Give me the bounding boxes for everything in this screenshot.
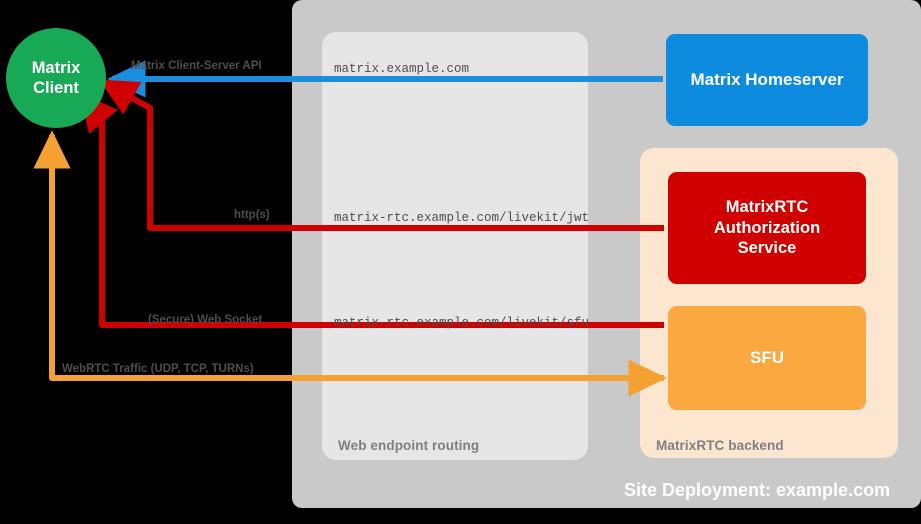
- edge-label-https: http(s): [234, 209, 270, 221]
- matrix-client-line2: Client: [33, 79, 79, 97]
- endpoint-livekit-jwt: matrix-rtc.example.com/livekit/jwt: [334, 211, 590, 225]
- node-sfu[interactable]: SFU: [668, 306, 866, 410]
- endpoint-livekit-sfu: matrix-rtc.example.com/livekit/sfu: [334, 316, 590, 330]
- web-endpoint-routing-label: Web endpoint routing: [338, 438, 480, 453]
- edge-webrtc-media: [33, 130, 667, 397]
- auth-line1: MatrixRTC: [725, 198, 809, 217]
- node-matrixrtc-authorization-service[interactable]: MatrixRTC Authorization Service: [668, 172, 866, 284]
- edge-label-web-socket: (Secure) Web Socket: [148, 314, 263, 326]
- auth-line2: Authorization: [713, 218, 821, 237]
- site-deployment-label: Site Deployment: example.com: [624, 480, 891, 500]
- sfu-label: SFU: [750, 348, 784, 368]
- matrix-client-line1: Matrix: [31, 58, 81, 77]
- edge-label-client-server-api: Matrix Client-Server API: [131, 60, 262, 72]
- auth-line3: Service: [737, 239, 797, 258]
- homeserver-label: Matrix Homeserver: [690, 70, 844, 90]
- node-matrix-client[interactable]: Matrix Client: [6, 28, 106, 128]
- node-matrix-homeserver[interactable]: Matrix Homeserver: [666, 34, 868, 126]
- web-endpoint-routing-container: [322, 32, 588, 460]
- matrixrtc-backend-label: MatrixRTC backend: [656, 438, 784, 453]
- edge-label-webrtc-traffic: WebRTC Traffic (UDP, TCP, TURNs): [62, 363, 254, 375]
- endpoint-matrix-example-com: matrix.example.com: [334, 62, 470, 76]
- edge-livekit-jwt: [98, 79, 664, 231]
